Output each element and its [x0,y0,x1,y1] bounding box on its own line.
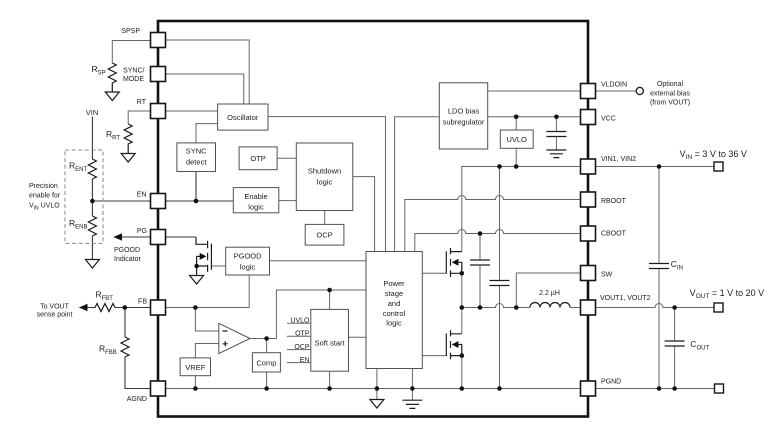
svg-text:PGOOD: PGOOD [114,247,140,254]
svg-text:Shutdown: Shutdown [308,167,341,176]
svg-text:logic: logic [386,319,402,328]
svg-text:Enable: Enable [244,192,267,201]
svg-text:logic: logic [248,203,264,212]
svg-text:SYNC/: SYNC/ [123,68,144,75]
svg-text:logic: logic [240,263,256,272]
svg-text:logic: logic [317,178,333,187]
svg-text:external bias: external bias [650,91,690,98]
svg-text:CBOOT: CBOOT [601,231,627,238]
svg-text:SYNC: SYNC [186,147,207,156]
svg-text:subregulator: subregulator [443,118,485,127]
svg-text:detect: detect [186,158,207,167]
svg-text:enable for: enable for [29,193,61,200]
svg-text:RFBB: RFBB [99,344,117,357]
svg-text:VIN = 3 V to 36 V: VIN = 3 V to 36 V [680,149,747,161]
svg-text:VOUT = 1 V to 20 V: VOUT = 1 V to 20 V [690,288,765,300]
svg-text:To VOUT: To VOUT [40,304,70,311]
svg-text:LDO bias: LDO bias [448,107,480,116]
svg-text:RSP: RSP [92,64,106,77]
svg-text:sense point: sense point [37,312,73,319]
svg-text:RT: RT [137,99,147,106]
svg-text:(from VOUT): (from VOUT) [650,100,690,107]
svg-text:COUT: COUT [690,339,709,352]
svg-text:OTP: OTP [250,154,265,163]
svg-text:RFBT: RFBT [96,290,114,303]
svg-text:MODE: MODE [123,76,144,83]
svg-text:PGOOD: PGOOD [234,252,263,261]
svg-text:VLDOIN: VLDOIN [601,82,627,89]
svg-text:SW: SW [601,272,613,279]
svg-text:Indicator: Indicator [114,256,142,263]
svg-text:and: and [388,299,401,308]
svg-text:UVLO: UVLO [290,318,310,325]
svg-text:PGND: PGND [601,379,621,386]
svg-text:Soft start: Soft start [315,338,346,347]
svg-text:EN: EN [137,192,147,199]
svg-text:Power: Power [383,279,405,288]
svg-text:VIN UVLO: VIN UVLO [29,203,60,212]
svg-text:VOUT1, VOUT2: VOUT1, VOUT2 [600,295,651,302]
svg-text:stage: stage [385,289,403,298]
svg-text:Optional: Optional [657,81,684,88]
svg-text:SPSP: SPSP [121,28,140,35]
svg-text:VIN: VIN [86,108,99,117]
svg-text:EN: EN [300,357,310,364]
svg-text:FB: FB [138,299,147,306]
svg-text:AGND: AGND [127,396,147,403]
svg-text:2.2 µH: 2.2 µH [539,290,560,297]
svg-text:RENB: RENB [69,218,87,231]
svg-text:RBOOT: RBOOT [601,198,627,205]
svg-text:OTP: OTP [295,331,310,338]
svg-text:Comp: Comp [256,359,276,368]
svg-text:VREF: VREF [185,363,205,372]
svg-text:VCC: VCC [601,116,616,123]
svg-text:Oscillator: Oscillator [227,113,259,122]
svg-text:OCP: OCP [316,231,332,240]
svg-text:Precision: Precision [29,183,58,190]
svg-text:PG: PG [137,228,147,235]
svg-text:CIN: CIN [671,259,683,272]
svg-text:RRT: RRT [106,129,120,142]
svg-text:UVLO: UVLO [506,135,527,144]
svg-text:control: control [383,309,406,318]
svg-text:OCP: OCP [294,344,310,351]
svg-text:VIN1, VIN2: VIN1, VIN2 [601,156,636,163]
svg-text:RENT: RENT [69,161,87,174]
